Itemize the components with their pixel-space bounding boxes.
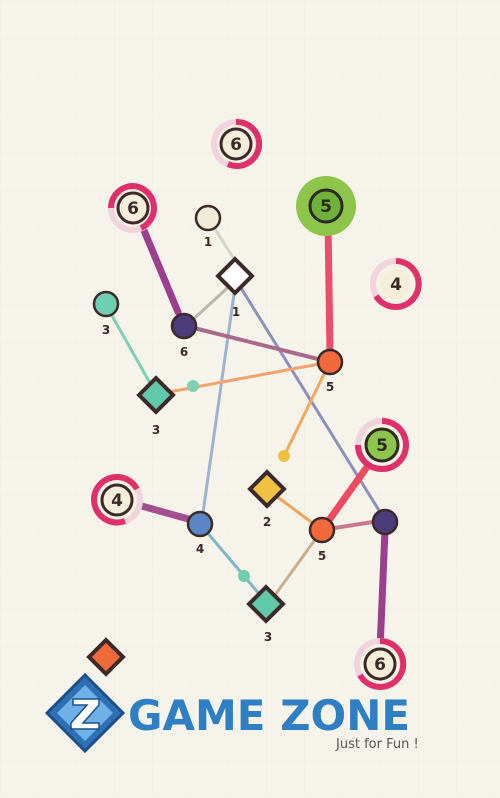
node-diamond-white[interactable]: 1	[215, 256, 255, 319]
link-orange-teal	[268, 529, 324, 603]
badge-5-top-label: 5	[320, 197, 332, 217]
node-purple-top[interactable]: 6	[170, 312, 198, 359]
node-purple-bottom[interactable]	[371, 508, 399, 536]
node-diamond-teal-bottom-label: 3	[264, 630, 272, 644]
node-blue-label: 4	[196, 542, 204, 556]
logo-tagline: Just for Fun !	[335, 737, 419, 752]
link-purple-orange	[185, 324, 331, 364]
link-teal-diamond	[104, 304, 157, 393]
badge-6-bottom[interactable]: 6	[354, 637, 407, 690]
junction-yellow	[278, 450, 290, 462]
link-orange-badge5	[319, 457, 375, 533]
badge-6-top-label: 6	[230, 135, 242, 155]
node-orange-top[interactable]: 5	[316, 348, 344, 394]
badge-4-left-label: 4	[111, 491, 123, 511]
junction-teal	[187, 380, 199, 392]
node-orange-bottom[interactable]: 5	[308, 516, 336, 563]
logo-title: GAME ZONE	[128, 691, 410, 740]
link-blue-teal	[198, 523, 268, 603]
junctions	[187, 380, 290, 582]
node-diamond-teal-bottom[interactable]: 3	[246, 584, 286, 644]
badge-4-left[interactable]: 4	[90, 473, 143, 526]
badge-6-bottom-label: 6	[374, 655, 386, 675]
link-orange-yellow	[282, 361, 332, 457]
nodes[interactable]: 1 1 3 6 5 3 2 5	[86, 204, 399, 677]
node-diamond-orange[interactable]	[86, 637, 126, 677]
node-diamond-teal-top-label: 3	[152, 423, 160, 437]
badges[interactable]: 6 6 5 4 5 4	[90, 118, 422, 690]
badge-6-left-label: 6	[127, 199, 139, 219]
node-teal-small[interactable]: 3	[92, 290, 120, 337]
badge-5-top[interactable]: 5	[296, 176, 356, 236]
badge-5-mid[interactable]: 5	[355, 418, 409, 472]
badge-4-right-label: 4	[390, 275, 402, 295]
junction-teal-bottom	[238, 570, 250, 582]
badge-6-top[interactable]: 6	[211, 118, 263, 169]
z-letter-icon	[44, 672, 126, 754]
node-diamond-yellow-label: 2	[263, 515, 271, 529]
node-teal-small-label: 3	[102, 323, 110, 337]
node-diamond-white-label: 1	[232, 305, 240, 319]
node-diamond-teal-top[interactable]: 3	[136, 375, 176, 437]
badge-5-mid-label: 5	[376, 436, 388, 456]
node-cream[interactable]: 1	[194, 204, 222, 249]
link-diamond-orange	[157, 360, 331, 396]
game-zone-logo: GAME ZONE Just for Fun !	[44, 672, 419, 754]
link-purple-badge6	[376, 529, 389, 651]
node-orange-top-label: 5	[326, 380, 334, 394]
badge-6-left[interactable]: 6	[108, 182, 158, 233]
node-purple-top-label: 6	[180, 345, 188, 359]
link-badge5-orange	[324, 221, 334, 355]
node-diamond-yellow[interactable]: 2	[247, 469, 287, 529]
node-cream-label: 1	[204, 235, 212, 249]
badge-4-right[interactable]: 4	[370, 258, 422, 310]
node-blue[interactable]: 4	[186, 510, 214, 556]
link-diamond-blue	[200, 279, 238, 521]
link-badge6-purple	[139, 224, 182, 316]
node-orange-bottom-label: 5	[318, 549, 326, 563]
